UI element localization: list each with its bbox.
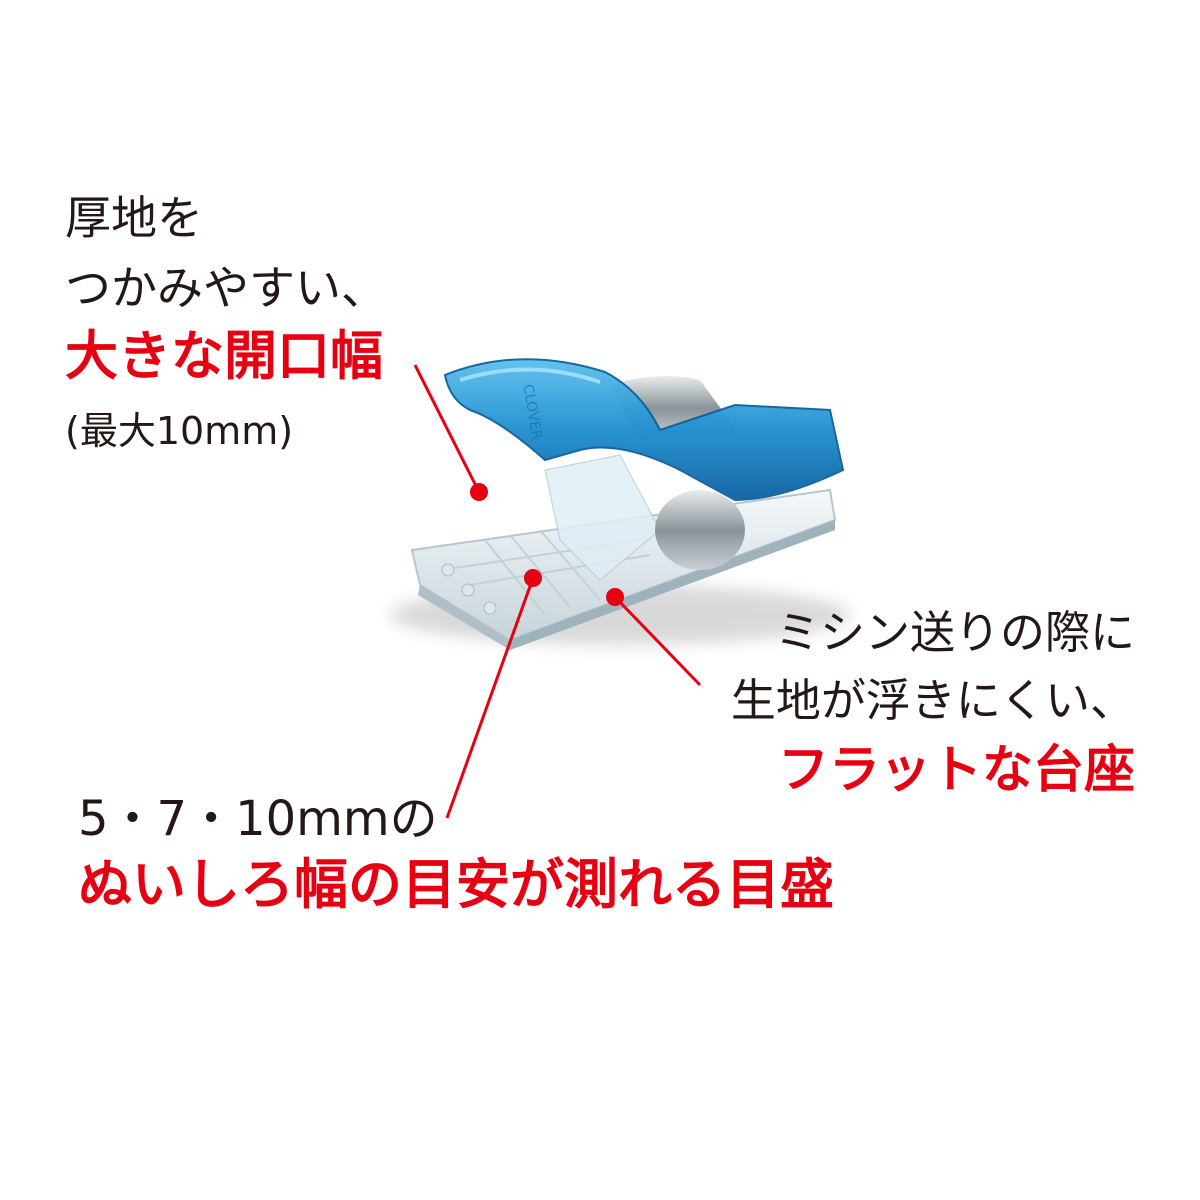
- opening-highlight: 大きな開口幅: [65, 326, 383, 387]
- opening-text-line1: 厚地を: [65, 191, 203, 245]
- callout-line-base: [613, 595, 702, 687]
- base-text-line2: 生地が浮きにくい、: [730, 674, 1135, 727]
- opening-text-line2: つかみやすい、: [65, 261, 387, 315]
- clip-jaw: [544, 454, 661, 581]
- clip-lever: CLOVER: [443, 358, 845, 502]
- callout-line-scale: [445, 577, 535, 819]
- opening-note: (最大10mm): [65, 409, 294, 453]
- scale-text-line1: 5・7・10mmの: [78, 791, 438, 847]
- scale-highlight: ぬいしろ幅の目安が測れる目盛: [78, 853, 834, 916]
- callout-dot-base: [606, 588, 624, 606]
- callout-dot-opening: [470, 483, 488, 501]
- base-highlight: フラットな台座: [777, 741, 1135, 800]
- callout-dot-scale: [524, 569, 542, 587]
- callout-line-opening: [413, 364, 480, 491]
- base-text-line1: ミシン送りの際に: [774, 606, 1135, 659]
